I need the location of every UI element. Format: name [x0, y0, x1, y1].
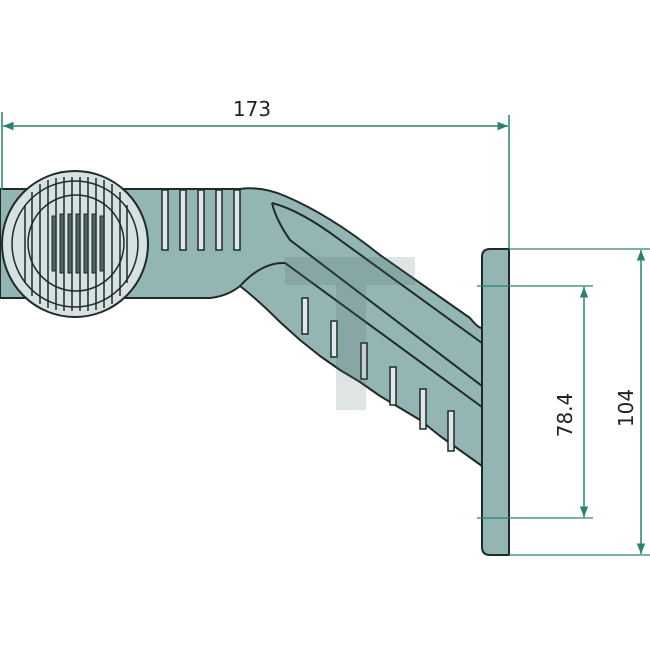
dimension-label-78-4: 78.4	[553, 393, 577, 438]
arm-top-slots	[161, 189, 241, 251]
dimension-label-173: 173	[233, 97, 271, 121]
dimension-label-104: 104	[614, 389, 638, 427]
watermark-logo	[285, 257, 415, 410]
arm-bottom-slots	[301, 297, 455, 452]
dimension-hole-spacing: 78.4	[477, 285, 593, 519]
mounting-plate	[481, 248, 510, 556]
lamp-lens	[1, 170, 149, 318]
dimension-plate-height: 104	[509, 248, 650, 556]
dimension-overall-length: 173	[3, 97, 508, 131]
